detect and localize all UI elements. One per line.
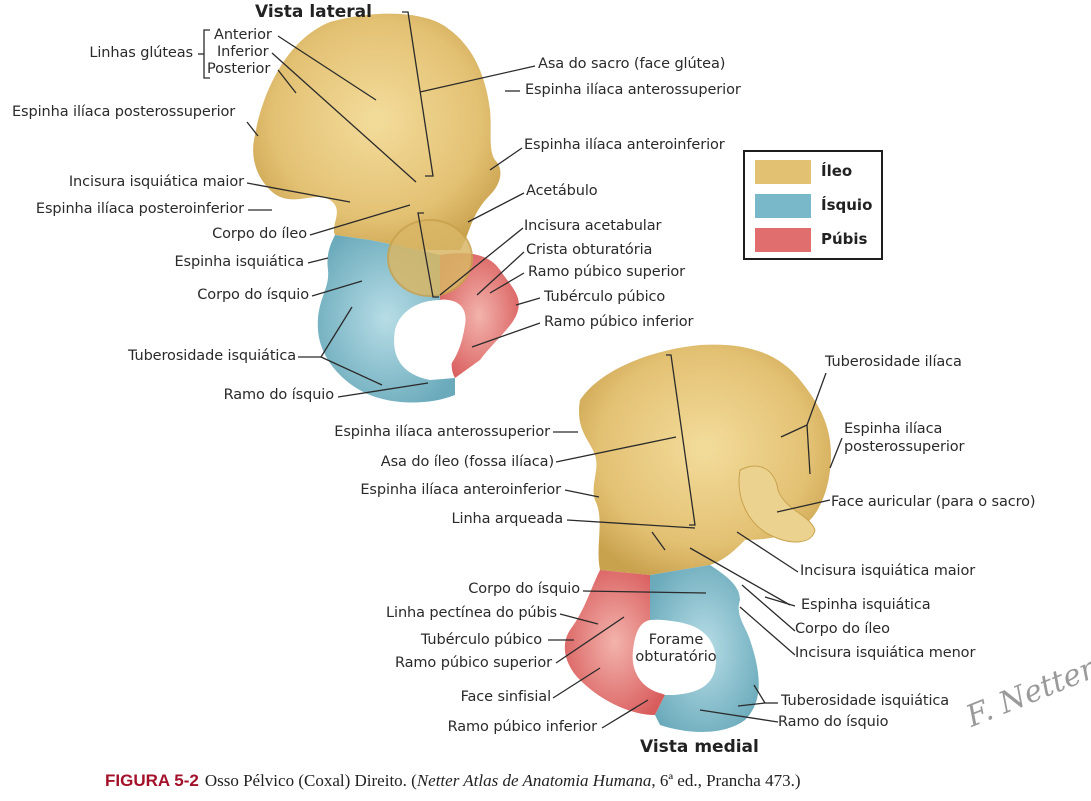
caption-text: Osso Pélvico (Coxal) Direito. ( — [204, 771, 417, 790]
legend-label: Íleo — [821, 162, 853, 180]
ala-bracket — [402, 11, 434, 177]
iliac-fossa-bracket — [666, 354, 696, 526]
medial-label-right: Incisura isquiática menor — [795, 645, 976, 661]
medial-label-left: Ramo púbico inferior — [447, 719, 598, 735]
lateral-label-right: Ramo púbico superior — [528, 264, 686, 280]
lateral-view-bone — [253, 13, 519, 403]
lateral-ileum — [253, 13, 501, 251]
lateral-obturator-foramen — [397, 299, 466, 377]
lateral-label-right: Incisura acetabular — [524, 218, 662, 234]
medial-label-right: Espinha ilíaca — [844, 421, 943, 437]
figure-number: FIGURA 5-2 — [105, 771, 199, 790]
lateral-view-title: Vista lateral — [255, 2, 372, 22]
obturator-foramen-label: Forame obturatório — [635, 632, 717, 665]
medial-label-right: Incisura isquiática maior — [800, 563, 976, 579]
lateral-label-right: Tubérculo púbico — [544, 289, 666, 305]
legend-label: Púbis — [821, 230, 868, 248]
lateral-label-right: Ramo púbico inferior — [544, 314, 694, 330]
medial-label-left: Linha pectínea do púbis — [386, 605, 557, 621]
caption-source: Netter Atlas de Anatomia Humana — [416, 771, 652, 790]
medial-label-left: Corpo do ísquio — [468, 581, 580, 597]
lateral-label-left: Ramo do ísquio — [223, 387, 335, 403]
legend-item-isquio: Ísquio — [755, 194, 875, 218]
medial-view-title: Vista medial — [640, 737, 759, 757]
caption-text-end: , 6ª ed., Prancha 473.) — [651, 771, 801, 790]
lateral-label-left: Espinha ilíaca posteroinferior — [35, 201, 244, 217]
medial-label-left: Espinha ilíaca anteroinferior — [360, 482, 561, 498]
legend-item-pubis: Púbis — [755, 228, 875, 252]
lateral-label-right: Espinha ilíaca anterossuperior — [525, 82, 741, 98]
lateral-label-left: Corpo do ísquio — [197, 287, 309, 303]
legend-swatch — [755, 160, 811, 184]
medial-label-right: Face auricular (para o sacro) — [831, 494, 1036, 510]
medial-label-right: Corpo do íleo — [795, 621, 890, 637]
lateral-label-right: Crista obturatória — [526, 242, 653, 258]
gluteal-line-anterior: Anterior — [214, 27, 272, 43]
lateral-label-right: Asa do sacro (face glútea) — [538, 56, 726, 72]
lateral-acetabulum — [387, 219, 473, 297]
medial-label-right: Ramo do ísquio — [778, 714, 889, 730]
lateral-label-left: Espinha ilíaca posterossuperior — [12, 104, 236, 120]
medial-label-left: Tubérculo púbico — [420, 632, 542, 648]
gluteal-lines-label: Linhas glúteas — [89, 45, 193, 61]
medial-label-left: Face sinfisial — [460, 689, 552, 705]
figure-caption: FIGURA 5-2 Osso Pélvico (Coxal) Direito. … — [105, 771, 801, 791]
acetabulum-bracket — [417, 212, 439, 298]
medial-label-left: Asa do íleo (fossa ilíaca) — [380, 454, 554, 470]
legend-swatch — [755, 194, 811, 218]
medial-label-left: Ramo púbico superior — [394, 655, 552, 671]
lateral-label-left: Tuberosidade isquiática — [127, 348, 296, 364]
legend-item-ileo: Íleo — [755, 160, 875, 184]
lateral-label-left: Incisura isquiática maior — [68, 174, 244, 190]
medial-ischium — [650, 565, 759, 732]
medial-label-right: Espinha isquiática — [801, 597, 931, 613]
medial-view-bone — [564, 344, 831, 732]
leader-lines — [198, 11, 843, 729]
legend-swatch — [755, 228, 811, 252]
lateral-label-left: Corpo do íleo — [212, 226, 307, 242]
medial-obturator-foramen — [632, 619, 714, 695]
medial-label-right: Tuberosidade isquiática — [781, 693, 950, 709]
lateral-label-right: Acetábulo — [526, 183, 598, 199]
legend-label: Ísquio — [821, 196, 873, 214]
gluteal-line-posterior: Posterior — [207, 61, 271, 77]
medial-label-left: Linha arqueada — [451, 511, 564, 527]
medial-auricular-surface — [738, 465, 816, 543]
medial-label-right: posterossuperior — [844, 439, 965, 455]
lateral-label-right: Espinha ilíaca anteroinferior — [524, 137, 725, 153]
gluteal-line-inferior: Inferior — [217, 44, 269, 60]
medial-label-right: Tuberosidade ilíaca — [825, 354, 962, 370]
bone-legend: Íleo Ísquio Púbis — [743, 150, 883, 260]
lateral-label-left: Espinha isquiática — [174, 254, 305, 270]
medial-label-left: Espinha ilíaca anterossuperior — [334, 424, 550, 440]
